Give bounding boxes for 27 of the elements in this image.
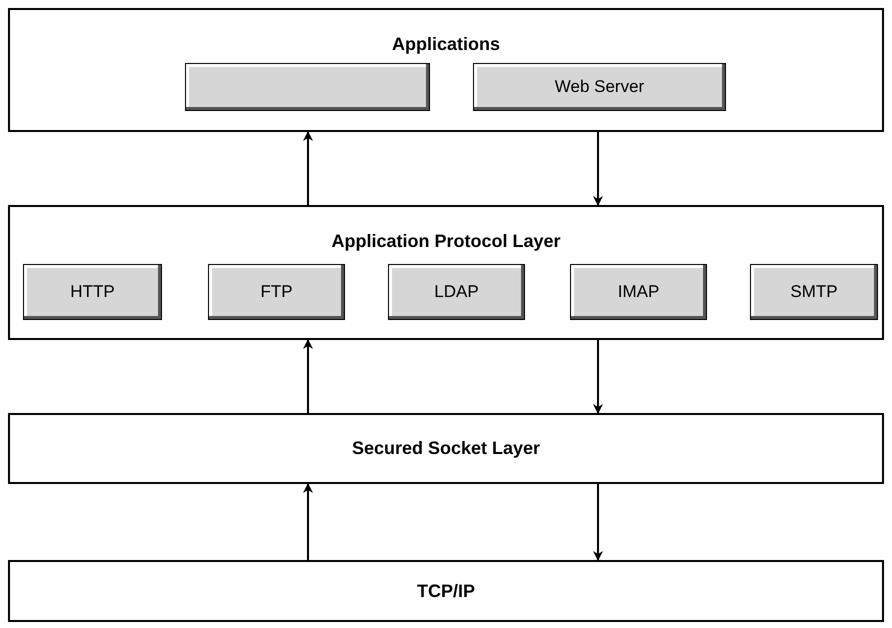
layer-title: Secured Socket Layer — [352, 438, 540, 459]
component-label: IMAP — [618, 282, 660, 302]
component-box — [750, 264, 878, 320]
arrow — [593, 132, 603, 206]
arrow — [593, 484, 603, 561]
component-box — [473, 63, 726, 111]
layer-box — [8, 560, 884, 622]
component-label: FTP — [260, 282, 293, 302]
component-box — [388, 264, 525, 320]
layer-box — [8, 205, 884, 340]
layer-box — [8, 8, 884, 132]
component-box — [208, 264, 345, 320]
empty-box — [185, 63, 430, 111]
layer-title: Application Protocol Layer — [331, 231, 561, 252]
layer-title: TCP/IP — [416, 580, 475, 602]
component-label: Web Server — [554, 77, 644, 97]
layer-box — [8, 413, 884, 484]
component-label: LDAP — [434, 282, 479, 302]
arrow — [303, 131, 313, 205]
component-label: HTTP — [70, 282, 115, 302]
arrow — [303, 339, 313, 413]
component-box — [570, 264, 707, 320]
component-label: SMTP — [790, 282, 838, 302]
arrow — [593, 340, 603, 414]
component-box — [23, 264, 162, 320]
arrow — [303, 483, 313, 560]
layer-title: Applications — [392, 34, 500, 55]
